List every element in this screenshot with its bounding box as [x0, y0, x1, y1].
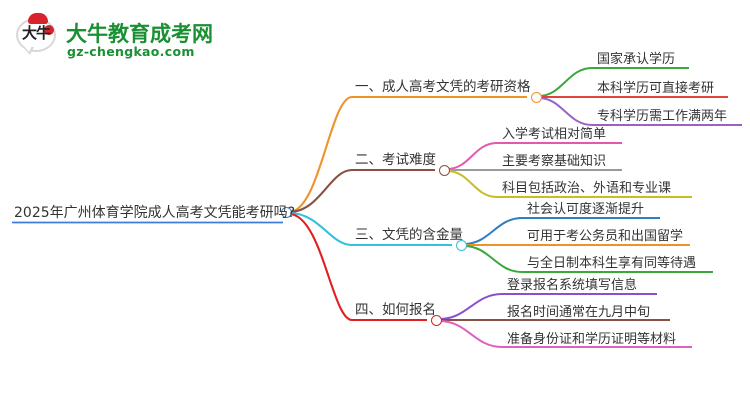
branch-label-3[interactable]: 三、文凭的含金量	[355, 227, 463, 243]
root-label[interactable]: 2025年广州体育学院成人高考文凭能考研吗?	[14, 205, 296, 221]
logo-mark-icon: 大牛	[14, 12, 60, 58]
leaf-label-4-1[interactable]: 登录报名系统填写信息	[507, 278, 638, 293]
logo-red-dot-icon	[44, 25, 54, 35]
leaf-label-2-1[interactable]: 入学考试相对简单	[502, 127, 607, 142]
leaf-label-3-1[interactable]: 社会认可度逐渐提升	[527, 202, 645, 217]
edge-root-branch-4	[288, 212, 353, 322]
site-logo: 大牛 大牛教育成考网 gz-chengkao.com	[14, 10, 244, 62]
leaf-label-4-2[interactable]: 报名时间通常在九月中旬	[507, 305, 651, 320]
logo-title: 大牛教育成考网	[66, 22, 213, 46]
edge-b2-c3	[446, 170, 498, 198]
edge-root-branch-3	[288, 211, 353, 247]
leaf-label-1-2[interactable]: 本科学历可直接考研	[597, 81, 715, 96]
edge-b1-c3	[538, 97, 593, 126]
leaf-label-3-3[interactable]: 与全日制本科生享有同等待遇	[527, 256, 697, 271]
speech-bubble-tail-inner-icon	[24, 46, 32, 52]
edge-b2-c1	[446, 142, 498, 170]
leaf-label-3-2[interactable]: 可用于考公务员和出国留学	[527, 229, 684, 244]
branch-2-node-handle[interactable]	[439, 164, 450, 176]
edge-root-branch-1	[288, 95, 353, 214]
branch-3-node-handle[interactable]	[456, 239, 467, 251]
root-node-handle[interactable]	[281, 206, 292, 218]
logo-subtitle: gz-chengkao.com	[67, 44, 195, 59]
edge-b3-c3	[463, 245, 523, 273]
logo-mark-text: 大牛	[21, 24, 51, 42]
branch-label-4[interactable]: 四、如何报名	[355, 302, 436, 318]
leaf-label-4-3[interactable]: 准备身份证和学历证明等材料	[507, 332, 677, 347]
edge-b4-c3	[438, 320, 503, 348]
leaf-label-1-3[interactable]: 专科学历需工作满两年	[597, 109, 728, 124]
branch-4-node-handle[interactable]	[431, 314, 442, 326]
edge-b1-c1	[538, 67, 593, 97]
edge-b3-c1	[463, 217, 523, 245]
leaf-label-1-1[interactable]: 国家承认学历	[597, 52, 676, 67]
branch-1-node-handle[interactable]	[531, 91, 542, 103]
logo-red-cap-icon	[28, 13, 48, 24]
edge-b4-c1	[438, 293, 503, 320]
branch-label-1[interactable]: 一、成人高考文凭的考研资格	[355, 79, 531, 95]
leaf-label-2-2[interactable]: 主要考察基础知识	[502, 154, 607, 169]
edge-root-branch-2	[288, 168, 353, 214]
branch-label-2[interactable]: 二、考试难度	[355, 152, 436, 168]
leaf-label-2-3[interactable]: 科目包括政治、外语和专业课	[502, 181, 672, 196]
